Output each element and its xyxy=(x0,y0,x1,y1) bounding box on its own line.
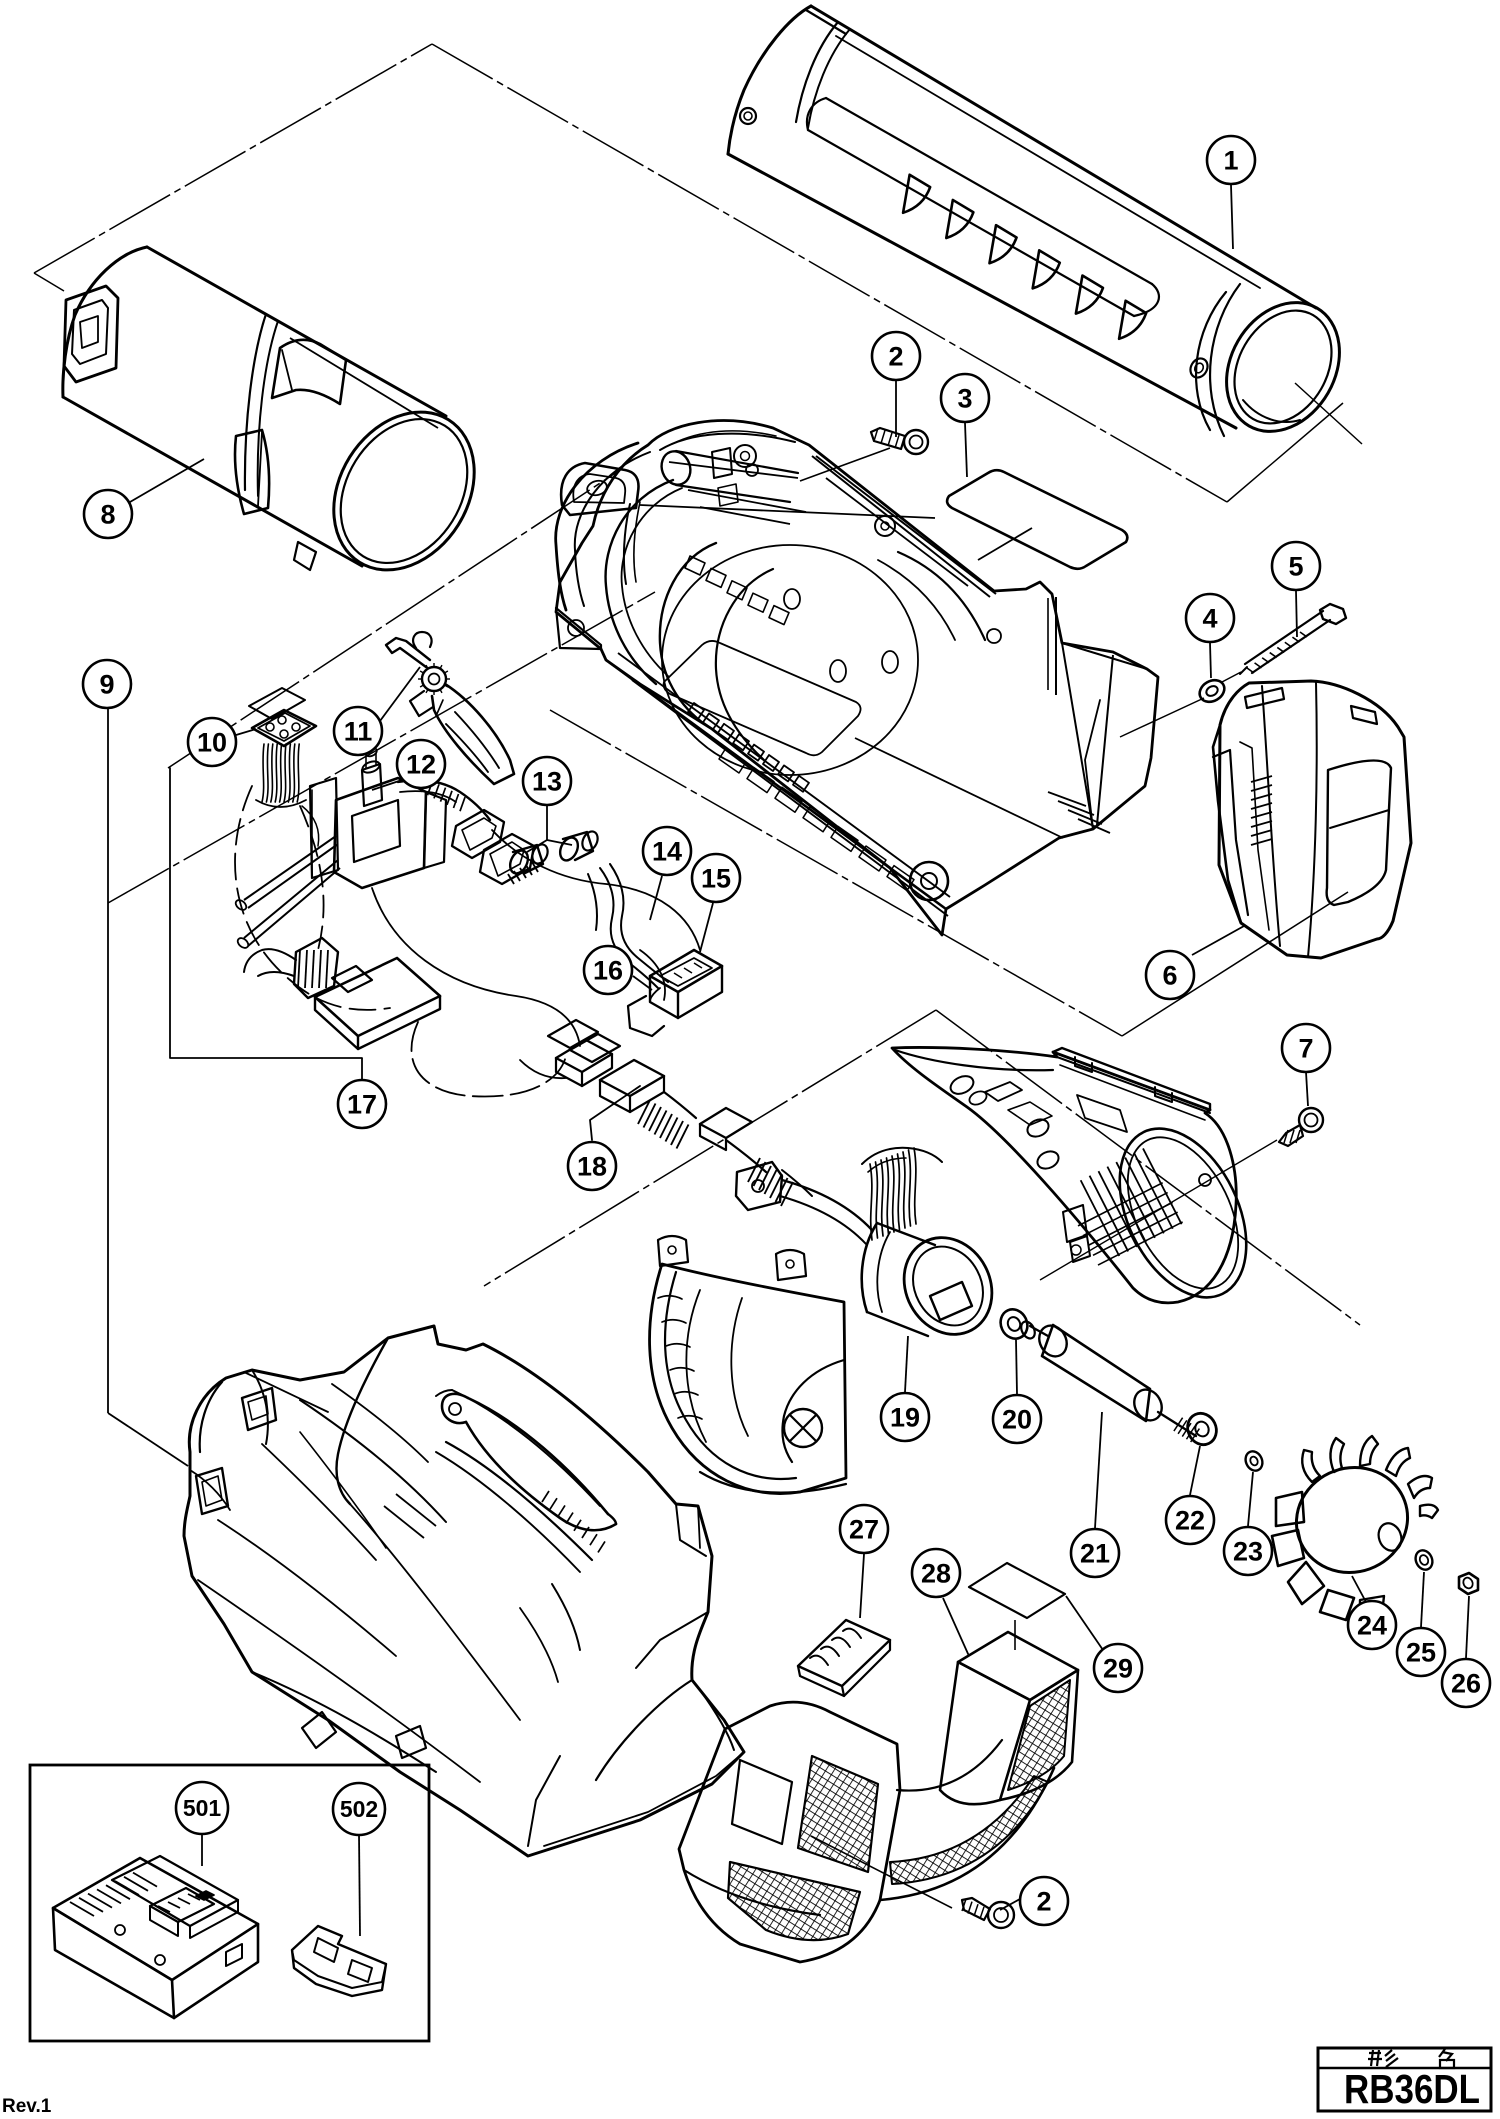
svg-text:501: 501 xyxy=(183,1795,222,1821)
svg-text:17: 17 xyxy=(347,1090,377,1120)
svg-text:11: 11 xyxy=(344,717,373,747)
svg-text:1: 1 xyxy=(1223,146,1238,176)
svg-text:5: 5 xyxy=(1288,552,1303,582)
svg-text:7: 7 xyxy=(1298,1034,1313,1064)
svg-text:6: 6 xyxy=(1162,961,1177,991)
svg-text:18: 18 xyxy=(577,1152,607,1182)
svg-text:19: 19 xyxy=(890,1403,920,1433)
svg-text:3: 3 xyxy=(957,384,972,414)
svg-text:8: 8 xyxy=(100,500,115,530)
svg-text:4: 4 xyxy=(1202,604,1217,634)
svg-text:28: 28 xyxy=(921,1559,951,1589)
svg-text:16: 16 xyxy=(593,956,623,986)
svg-text:13: 13 xyxy=(532,767,562,797)
svg-text:10: 10 xyxy=(197,728,227,758)
svg-text:29: 29 xyxy=(1103,1654,1133,1684)
svg-text:27: 27 xyxy=(849,1515,879,1545)
svg-text:15: 15 xyxy=(701,864,731,894)
svg-text:2: 2 xyxy=(888,342,903,372)
svg-text:RB36DL: RB36DL xyxy=(1344,2066,1480,2112)
svg-text:20: 20 xyxy=(1002,1405,1032,1435)
svg-text:26: 26 xyxy=(1451,1669,1481,1699)
svg-text:23: 23 xyxy=(1233,1537,1263,1567)
svg-text:14: 14 xyxy=(652,837,682,867)
svg-text:2: 2 xyxy=(1036,1887,1051,1917)
svg-text:25: 25 xyxy=(1406,1638,1436,1668)
svg-text:Rev.1: Rev.1 xyxy=(2,2096,52,2117)
svg-text:24: 24 xyxy=(1357,1611,1387,1641)
svg-text:502: 502 xyxy=(340,1796,378,1822)
svg-text:12: 12 xyxy=(406,750,436,780)
svg-text:22: 22 xyxy=(1175,1506,1205,1536)
svg-text:9: 9 xyxy=(99,670,114,700)
svg-text:21: 21 xyxy=(1080,1539,1110,1569)
